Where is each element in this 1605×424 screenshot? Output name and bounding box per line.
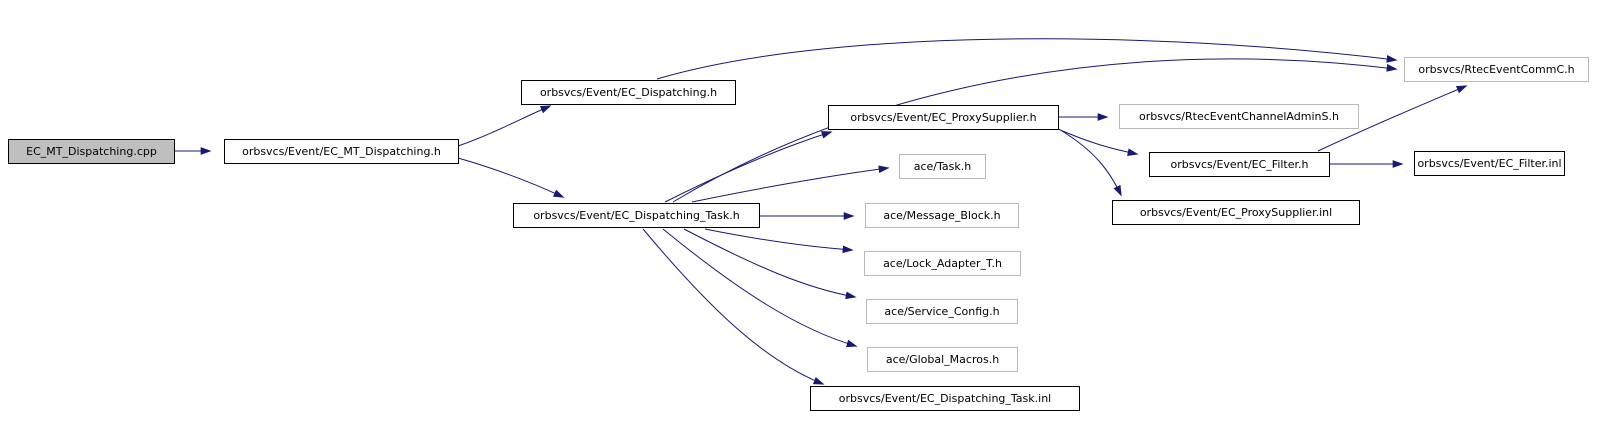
edge-task-h-to-global-macros-h <box>662 228 858 348</box>
node-ec-dispatching-h[interactable]: orbsvcs/Event/EC_Dispatching.h <box>521 80 736 105</box>
edge-task-h-to-service-config-h <box>683 228 857 300</box>
node-ace-task-h: ace/Task.h <box>899 154 986 179</box>
node-ace-lock-adapter-t-h: ace/Lock_Adapter_T.h <box>864 251 1021 276</box>
node-ec-filter-h[interactable]: orbsvcs/Event/EC_Filter.h <box>1149 152 1330 177</box>
edge-task-h-to-ace-task-h <box>691 165 890 203</box>
node-ec-dispatching-task-inl[interactable]: orbsvcs/Event/EC_Dispatching_Task.inl <box>810 386 1080 411</box>
node-ec-dispatching-task-h[interactable]: orbsvcs/Event/EC_Dispatching_Task.h <box>513 203 760 228</box>
node-ace-service-config-h: ace/Service_Config.h <box>866 299 1018 324</box>
edge-proxy-h-to-proxy-supplier-inl <box>1061 130 1122 197</box>
node-ec-mt-dispatching-cpp: EC_MT_Dispatching.cpp <box>8 139 175 164</box>
node-ec-filter-inl[interactable]: orbsvcs/Event/EC_Filter.inl <box>1414 151 1565 176</box>
edge-mt-h-to-dispatching-task-h <box>457 157 565 198</box>
node-ec-proxy-supplier-inl[interactable]: orbsvcs/Event/EC_ProxySupplier.inl <box>1112 200 1360 225</box>
node-rtec-event-comm-c-h: orbsvcs/RtecEventCommC.h <box>1404 57 1589 82</box>
node-ace-global-macros-h: ace/Global_Macros.h <box>867 347 1018 372</box>
edge-filter-h-to-comm-c <box>1317 85 1468 152</box>
edge-task-h-to-proxy-supplier-h <box>664 131 833 203</box>
edge-task-h-to-dispatching-task-inl <box>642 228 825 385</box>
node-rtec-event-channel-admin-s-h: orbsvcs/RtecEventChannelAdminS.h <box>1119 104 1359 129</box>
edge-dispatching-h-to-comm-c <box>656 38 1398 80</box>
edge-task-h-to-comm-c <box>672 58 1398 203</box>
node-ec-proxy-supplier-h[interactable]: orbsvcs/Event/EC_ProxySupplier.h <box>828 105 1059 130</box>
edge-mt-h-to-dispatching-h <box>457 105 552 147</box>
edge-task-h-to-lock-adapter-t-h <box>704 228 854 254</box>
edge-proxy-h-to-filter-h <box>1057 128 1139 156</box>
node-ace-message-block-h: ace/Message_Block.h <box>865 203 1019 228</box>
node-ec-mt-dispatching-h[interactable]: orbsvcs/Event/EC_MT_Dispatching.h <box>224 139 459 164</box>
